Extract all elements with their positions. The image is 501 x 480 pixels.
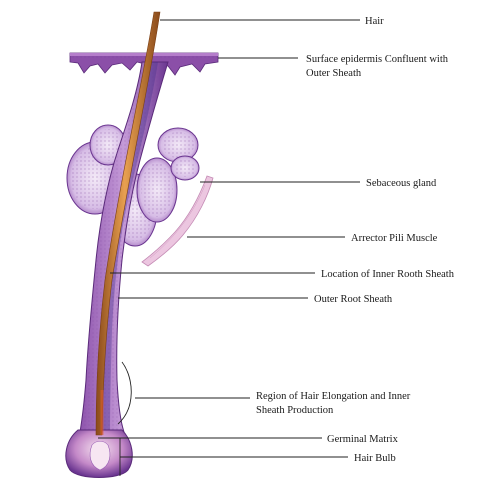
- label-epidermis-line2: Outer Sheath: [306, 68, 362, 79]
- label-epidermis-line1: Surface epidermis Confluent with: [306, 54, 449, 65]
- label-hair: Hair: [365, 16, 384, 27]
- labels: Hair Surface epidermis Confluent with Ou…: [256, 16, 455, 464]
- label-elongation-line2: Sheath Production: [256, 405, 334, 416]
- label-hair-bulb: Hair Bulb: [354, 453, 396, 464]
- hair-bulb: [66, 430, 132, 478]
- label-inner-root-sheath: Location of Inner Rooth Sheath: [321, 269, 455, 280]
- label-germinal-matrix: Germinal Matrix: [327, 434, 399, 445]
- label-sebaceous-gland: Sebaceous gland: [366, 178, 437, 189]
- label-outer-root-sheath: Outer Root Sheath: [314, 294, 393, 305]
- follicle: [80, 62, 168, 432]
- label-arrector-pili: Arrector Pili Muscle: [351, 233, 438, 244]
- label-elongation-line1: Region of Hair Elongation and Inner: [256, 391, 411, 402]
